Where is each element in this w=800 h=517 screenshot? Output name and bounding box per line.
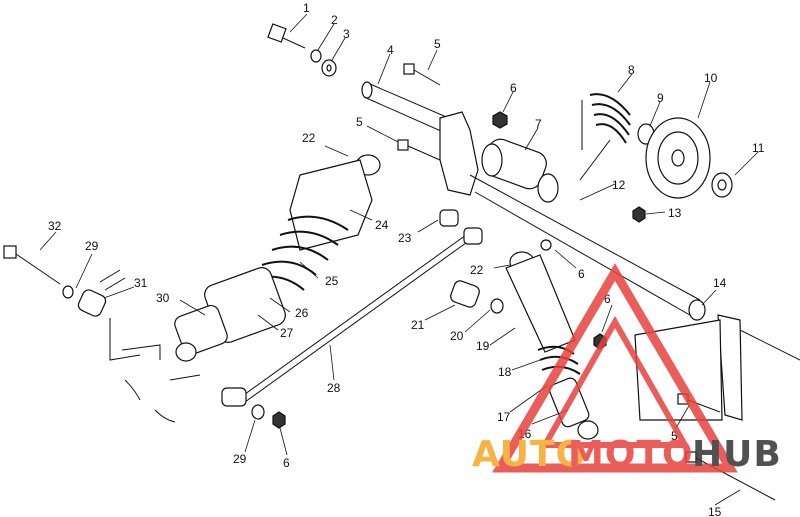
callout-2: 2	[331, 13, 338, 27]
callout-17: 17	[497, 410, 511, 424]
nut-top	[492, 111, 508, 129]
idler-wheel	[645, 117, 711, 199]
callout-5c: 5	[671, 429, 678, 443]
callout-29a: 29	[85, 239, 99, 253]
watermark-text-moto: MOTO	[568, 434, 694, 475]
callout-21: 21	[411, 318, 425, 332]
callout-10: 10	[704, 71, 718, 85]
callout-8: 8	[628, 63, 635, 77]
automotohub-watermark: AUTO MOTO HUB	[472, 263, 782, 475]
leader-lines	[39, 13, 759, 506]
callout-22b: 22	[470, 263, 484, 277]
callout-18: 18	[498, 365, 512, 379]
callout-6c: 6	[604, 292, 611, 306]
callout-5b: 5	[356, 115, 363, 129]
watermark-text-hub: HUB	[692, 434, 782, 475]
callout-26: 26	[295, 306, 309, 320]
callout-28: 28	[327, 381, 341, 395]
callout-3: 3	[343, 27, 350, 41]
spacer-11	[711, 172, 733, 198]
lower-bolt-assembly	[3, 245, 126, 317]
callout-7: 7	[535, 117, 542, 131]
bolts-5	[397, 63, 441, 161]
callout-6b: 6	[578, 267, 585, 281]
upper-bracket-and-roller	[439, 111, 559, 203]
callout-13: 13	[668, 206, 682, 220]
callout-25: 25	[325, 274, 339, 288]
callout-6d: 6	[283, 456, 290, 470]
torsion-spring	[579, 93, 631, 181]
callout-5a: 5	[434, 37, 441, 51]
mount-bracket-lines	[109, 318, 201, 423]
swing-arm	[469, 174, 706, 321]
callout-29b: 29	[233, 452, 247, 466]
watermark-logo-mark	[492, 263, 738, 473]
connecting-rod	[221, 209, 483, 429]
cross-shaft	[361, 81, 459, 136]
callout-23: 23	[398, 231, 412, 245]
callout-12: 12	[612, 178, 626, 192]
callout-6a: 6	[510, 81, 517, 95]
callout-32: 32	[48, 219, 62, 233]
callout-11: 11	[752, 141, 765, 155]
callout-labels: 1 2 3 4 5 5 6 7 8 9 10 11 12 13 22 24 23…	[48, 1, 765, 517]
callout-19: 19	[476, 339, 490, 353]
watermark-text-auto: AUTO	[472, 434, 587, 475]
callout-1: 1	[303, 1, 310, 15]
callout-31: 31	[134, 276, 148, 290]
nut-13	[632, 206, 646, 223]
callout-24: 24	[375, 218, 389, 232]
callout-30: 30	[156, 291, 170, 305]
callout-9: 9	[657, 91, 664, 105]
callout-27: 27	[280, 326, 294, 340]
callout-22a: 22	[302, 131, 316, 145]
front-shock-absorber	[174, 154, 381, 362]
callout-14: 14	[713, 276, 727, 290]
bushing-21	[450, 280, 504, 314]
top-bolt-assembly	[267, 23, 337, 77]
callout-15: 15	[708, 505, 722, 517]
callout-4: 4	[387, 43, 394, 57]
callout-20: 20	[450, 329, 464, 343]
